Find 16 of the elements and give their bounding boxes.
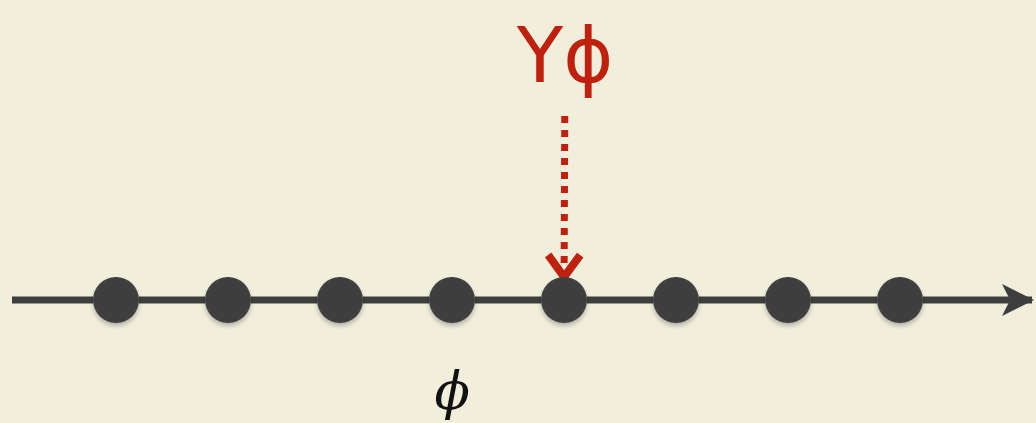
connector-line [139, 296, 205, 304]
arrow [923, 284, 1034, 316]
circle-node [877, 277, 923, 323]
connector-line [363, 296, 429, 304]
circle-node [205, 277, 251, 323]
connector-line [475, 296, 541, 304]
circle-node [541, 277, 587, 323]
circle-node [93, 277, 139, 323]
connector-line [699, 296, 765, 304]
circle-node [653, 277, 699, 323]
connector-line [587, 296, 653, 304]
circle-node [429, 277, 475, 323]
circle-node [317, 277, 363, 323]
connector-line [811, 296, 877, 304]
circle-node [765, 277, 811, 323]
connector-line [251, 296, 317, 304]
